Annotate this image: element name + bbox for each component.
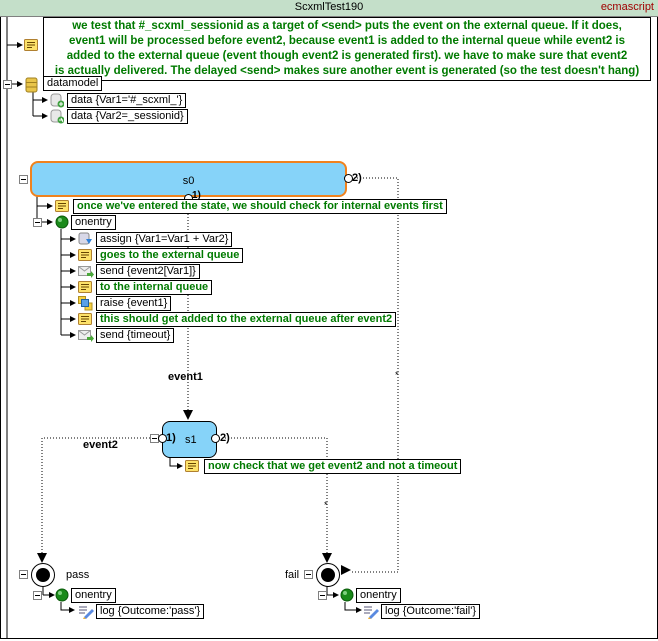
fail-onentry-node[interactable]: onentry	[356, 588, 401, 603]
final-state-fail-label: fail	[285, 569, 300, 581]
comment-icon	[78, 248, 92, 262]
transition-label-s0-wildcard[interactable]: *	[395, 370, 399, 380]
top-comment-line: we test that #_scxml_sessionid as a targ…	[72, 20, 622, 32]
assign-icon	[78, 232, 92, 246]
action-comment-after-event2[interactable]: this should get added to the external qu…	[96, 312, 397, 327]
action-comment-internal[interactable]: to the internal queue	[96, 280, 213, 295]
final-state-pass[interactable]	[31, 563, 55, 587]
data-icon	[50, 93, 65, 108]
data-var1-node[interactable]: data {Var1='#_scxml_'}	[67, 93, 187, 108]
top-comment-line: event1 will be processed before event2, …	[68, 35, 626, 47]
action-assign[interactable]: assign {Var1=Var1 + Var2}	[96, 232, 233, 247]
collapse-toggle-fail-onentry[interactable]	[318, 591, 327, 600]
send-icon	[78, 264, 94, 278]
s1-port-1-label: 1)	[166, 432, 176, 444]
collapse-toggle-s0-onentry[interactable]	[33, 218, 42, 227]
state-s1[interactable]: s1	[162, 421, 217, 458]
s1-comment[interactable]: now check that we get event2 and not a t…	[204, 459, 462, 474]
collapse-toggle-pass[interactable]	[19, 570, 28, 579]
document-title: ScxmlTest190	[294, 1, 364, 13]
log-icon	[363, 604, 379, 619]
action-raise-event1[interactable]: raise {event1}	[96, 296, 172, 311]
action-send-timeout[interactable]: send {timeout}	[96, 328, 175, 343]
log-icon	[78, 604, 94, 619]
s1-port-1[interactable]	[158, 434, 167, 443]
comment-icon	[78, 280, 92, 294]
collapse-toggle-fail[interactable]	[304, 570, 313, 579]
title-bar: ScxmlTest190 ecmascript	[0, 0, 658, 17]
final-state-pass-label: pass	[66, 569, 90, 581]
action-send-event2[interactable]: send {event2[Var1]}	[96, 264, 200, 279]
pass-log-action[interactable]: log {Outcome:'pass'}	[96, 604, 205, 619]
final-state-fail[interactable]	[316, 563, 340, 587]
transition-label-event1[interactable]: event1	[168, 371, 203, 383]
s0-port-2[interactable]	[344, 174, 353, 183]
s1-port-2-label: 2)	[220, 432, 230, 444]
collapse-toggle-datamodel[interactable]	[3, 80, 12, 89]
fail-log-action[interactable]: log {Outcome:'fail'}	[381, 604, 481, 619]
transition-label-event2[interactable]: event2	[83, 439, 118, 451]
state-s0[interactable]: s0	[30, 161, 347, 197]
top-comment-line: is actually delivered. The delayed <send…	[54, 65, 640, 77]
comment-icon	[24, 38, 38, 52]
action-comment-external[interactable]: goes to the external queue	[96, 248, 244, 263]
collapse-toggle-pass-onentry[interactable]	[33, 591, 42, 600]
s0-onentry-node[interactable]: onentry	[71, 215, 116, 230]
state-s1-label: s1	[185, 434, 197, 446]
comment-icon	[55, 199, 69, 213]
state-s0-label: s0	[182, 175, 195, 187]
onentry-icon	[55, 215, 69, 229]
comment-icon	[78, 312, 92, 326]
transition-label-s1-wildcard[interactable]: *	[324, 500, 328, 510]
datamodel-language: ecmascript	[600, 1, 654, 13]
pass-onentry-node[interactable]: onentry	[71, 588, 116, 603]
top-comment-line: added to the external queue (event thoug…	[66, 50, 628, 62]
raise-icon	[78, 296, 93, 311]
s0-port-1-label: 1)	[192, 190, 201, 201]
s0-comment[interactable]: once we've entered the state, we should …	[73, 199, 447, 214]
s0-port-2-label: 2)	[352, 172, 362, 184]
onentry-icon	[340, 588, 354, 602]
onentry-icon	[55, 588, 69, 602]
data-var2-node[interactable]: data {Var2=_sessionid}	[67, 109, 188, 124]
top-comment[interactable]: we test that #_scxml_sessionid as a targ…	[43, 17, 651, 81]
s1-port-2[interactable]	[211, 434, 220, 443]
send-icon	[78, 328, 94, 342]
collapse-toggle-s0[interactable]	[19, 175, 28, 184]
comment-icon	[185, 459, 199, 473]
final-state-dot	[36, 568, 50, 582]
datamodel-icon	[25, 77, 39, 93]
final-state-dot	[321, 568, 335, 582]
datamodel-node[interactable]: datamodel	[43, 76, 103, 91]
data-icon	[50, 109, 65, 124]
